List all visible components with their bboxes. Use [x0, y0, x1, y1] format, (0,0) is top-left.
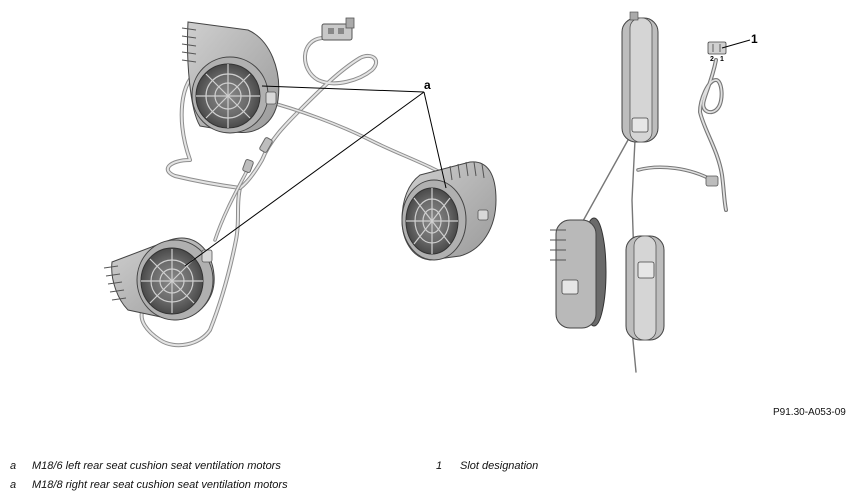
- legend-key: a: [10, 479, 17, 491]
- legend-key: a: [10, 460, 17, 472]
- fan-motor-edge-top: [621, 11, 659, 143]
- legend-text: M18/8 right rear seat cushion seat venti…: [32, 479, 288, 491]
- fan-motor-edge-bottom: [625, 235, 665, 341]
- figure-reference: P91.30-A053-09: [773, 407, 846, 418]
- legend-key: 1: [436, 460, 443, 472]
- right-harness-connector: [707, 41, 727, 55]
- left-wiring-harness: [139, 36, 452, 348]
- callout-a-leader-lines: [184, 85, 447, 267]
- connector-pin-1-label: 1: [720, 56, 724, 63]
- legend-text: Slot designation: [460, 460, 539, 472]
- callout-1-label: 1: [751, 32, 758, 46]
- callout-1-leader-line: [721, 39, 751, 49]
- fan-motor-side-left: [550, 217, 607, 329]
- fan-motor-lower-left: [103, 237, 215, 321]
- connector-pin-2-label: 2: [710, 56, 714, 63]
- fan-motor-center-right: [401, 161, 497, 261]
- left-harness-connector: [321, 17, 355, 41]
- callout-a-label: a: [424, 78, 431, 92]
- fan-motor-top-left: [181, 21, 280, 134]
- legend-text: M18/6 left rear seat cushion seat ventil…: [32, 460, 281, 472]
